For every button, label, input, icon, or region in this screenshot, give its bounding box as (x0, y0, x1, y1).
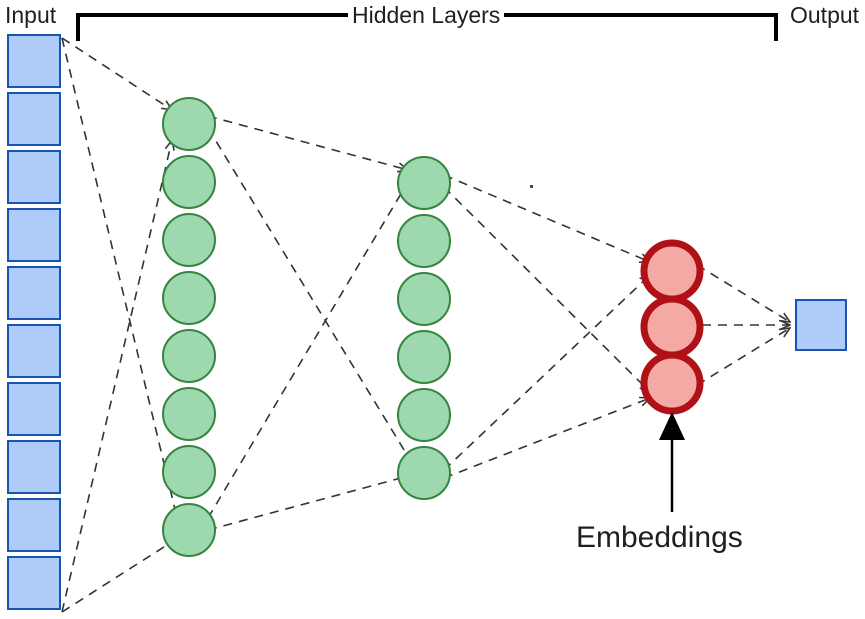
embeddings-callout-arrow-head (659, 412, 685, 440)
input-layer-node-3 (7, 208, 61, 262)
input-0-to-hidden1-7 (61, 37, 178, 522)
input-layer-label: Input (5, 2, 57, 28)
hidden-layer-1-node-3 (162, 271, 216, 325)
output-layer-label: Output (790, 2, 860, 28)
hidden-layer-2-node-4 (397, 388, 451, 442)
hidden1-7-to-hidden2-5 (207, 475, 412, 531)
input-layer-node-1 (7, 92, 61, 146)
stray-dot (530, 185, 533, 188)
hidden-layer-1-node-6 (162, 445, 216, 499)
hidden-layer-1-node-1 (162, 155, 216, 209)
hidden2-0-to-embed-0 (443, 174, 650, 262)
nodes-group (7, 34, 847, 610)
stray-dot-artifact (530, 185, 533, 188)
embedding-layer-node-2 (640, 351, 704, 415)
input-layer-node-6 (7, 382, 61, 436)
hidden-layer-2-node-5 (397, 446, 451, 500)
embed-2-to-output (696, 328, 790, 386)
input-9-to-hidden1-7 (61, 538, 178, 613)
input-layer-node-4 (7, 266, 61, 320)
hidden-layer-1-node-0 (162, 97, 216, 151)
embedding-layer-node-0 (640, 239, 704, 303)
hidden2-5-to-embed-0 (443, 275, 650, 471)
embeddings-annotation-label: Embeddings (576, 521, 743, 554)
output-layer-node-0 (795, 299, 847, 351)
input-0-to-hidden1-0 (61, 37, 172, 110)
hidden1-7-to-hidden2-0 (207, 182, 408, 519)
hidden-layer-1-node-7 (162, 503, 216, 557)
hidden-layer-1-node-2 (162, 213, 216, 267)
embedding-layer-node-1 (640, 295, 704, 359)
input-layer-node-5 (7, 324, 61, 378)
connections-group (61, 37, 790, 613)
hidden2-0-to-embed-2 (443, 186, 650, 392)
hidden-layer-2-node-1 (397, 214, 451, 268)
input-9-to-hidden1-0 (61, 140, 172, 613)
embed-0-to-output (696, 264, 790, 322)
hidden-layer-2-node-2 (397, 272, 451, 326)
hidden1-0-to-hidden2-0 (207, 115, 408, 170)
input-layer-node-2 (7, 150, 61, 204)
input-layer-node-0 (7, 34, 61, 88)
input-layer-node-9 (7, 556, 61, 610)
hidden-layer-2-node-0 (397, 156, 451, 210)
hidden-layer-2-node-3 (397, 330, 451, 384)
input-layer-node-7 (7, 440, 61, 494)
hidden-layer-1-node-5 (162, 387, 216, 441)
hidden-layers-label: Hidden Layers (348, 2, 505, 29)
annotation-arrow-group (659, 412, 685, 512)
hidden2-5-to-embed-2 (443, 398, 650, 479)
hidden1-0-to-hidden2-5 (207, 127, 412, 463)
input-layer-node-8 (7, 498, 61, 552)
hidden-layer-1-node-4 (162, 329, 216, 383)
